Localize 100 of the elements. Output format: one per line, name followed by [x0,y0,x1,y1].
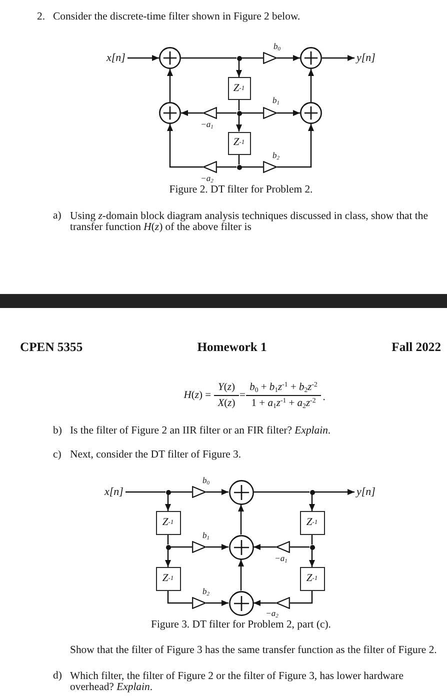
gain-triangle [263,161,277,173]
signal-label: y[n] [354,52,378,64]
arrow [277,55,300,61]
connector-line [170,491,192,493]
arrow [309,494,315,511]
gain-label: −a$_{1}$ [274,554,288,564]
question-text: Next, consider the DT filter of Figure 3. [70,450,242,460]
document-title: Homework 1 [197,340,267,354]
arrow [206,489,228,495]
question-text: Using z-domain block diagram analysis techniques discussed in class, show that the transfer function H(z) of the above filter is [70,210,429,232]
adder-circle [159,47,181,69]
junction-dot [236,56,242,60]
gain-triangle [192,597,206,609]
question-text: Show that the filter of Figure 3 has the same transfer function as the filter of Figure 2. [70,644,438,656]
figure-caption: Figure 2. DT filter for Problem 2. [169,184,313,196]
denominator: X(z) [218,398,236,410]
arrow [309,550,315,567]
part-letter: b) [53,426,62,436]
gain-label: b$_{2}$ [272,151,280,161]
adder-circle [300,47,322,69]
gain-label: b$_{1}$ [202,531,210,541]
numerator: Y(z) [218,382,235,394]
gain-label: −a$_{1}$ [200,120,214,130]
arrow [167,124,203,168]
arrow [277,124,314,168]
arrow [322,55,355,61]
signal-label: x[n] [102,486,126,498]
gain-label: b$_{0}$ [202,476,210,486]
gain-triangle [192,541,206,553]
gain-triangle [192,486,206,498]
signal-label: y[n] [354,486,378,498]
connector-line [238,154,240,164]
arrow [314,489,355,495]
gain-label: b$_{0}$ [274,42,280,52]
question-text: Consider the discrete-time filter shown in Figure 2 below. [53,12,300,22]
arrow [254,544,276,550]
arrow [254,600,276,606]
junction-dot [166,544,170,550]
connector-line [170,546,192,548]
arrow [238,560,244,590]
connector-line [217,112,236,114]
adder-circle [228,480,254,504]
arrow [308,69,314,102]
connector-line [181,57,236,59]
junction-dot [236,164,242,170]
question-number: 2. [37,12,46,22]
term-label: Fall 2022 [392,340,441,354]
arrow [181,110,203,116]
arrow [165,550,171,567]
connector-line [217,166,236,168]
gain-triangle [276,597,290,609]
arrow [165,494,171,511]
course-code: CPEN 5355 [20,340,83,354]
connector-line [238,100,240,110]
arrow [277,110,300,116]
denominator: 1 + a$_{1}$z$^{-1}$ + a$_{2}$z$^{-2}$ [251,398,316,410]
connector-line [290,591,313,604]
equation-period: . [322,392,326,404]
junction-dot [236,110,242,116]
connector-line [242,112,263,114]
part-letter: a) [53,210,62,222]
figure-caption: Figure 3. DT filter for Problem 2, part (c). [151,619,331,630]
junction-dot [310,490,314,494]
arrow [238,504,244,534]
junction-dot [310,544,314,550]
connector-line [167,535,169,544]
arrow [127,55,159,61]
arrow [236,60,242,77]
numerator: b$_{0}$ + b$_{1}$z$^{-1}$ + b$_{2}$z$^{-2}$ [250,382,318,394]
equation-term: H(z) = [184,390,211,402]
gain-label: −a$_{2}$ [266,609,278,619]
connector-line [290,546,310,548]
arrow [167,69,173,102]
arrow [206,600,228,606]
gain-triangle [263,52,277,64]
gain-label: b$_{1}$ [272,96,280,106]
gain-triangle [203,161,217,173]
connector-line [242,166,263,168]
connector-line [242,57,263,59]
gain-triangle [203,107,217,119]
arrow [206,544,228,550]
part-letter: c) [53,450,62,460]
adder-circle [228,590,254,616]
part-letter: d) [53,670,62,682]
gain-label: b$_{2}$ [202,587,210,597]
adder-circle [300,102,322,124]
gain-label: −a$_{2}$ [200,174,214,184]
equals-sign: = [240,390,246,402]
connector-line [167,591,192,604]
gain-triangle [276,541,290,553]
question-text: Is the filter of Figure 2 an IIR filter or an FIR filter? Explain. [70,426,331,436]
adder-circle [159,102,181,124]
adder-circle [228,534,254,560]
signal-label: x[n] [104,52,128,64]
gain-triangle [263,107,277,119]
arrow [236,116,242,132]
connector-line [311,535,313,544]
connector-line [254,491,310,493]
junction-dot [166,490,170,494]
connector-line [125,491,166,493]
